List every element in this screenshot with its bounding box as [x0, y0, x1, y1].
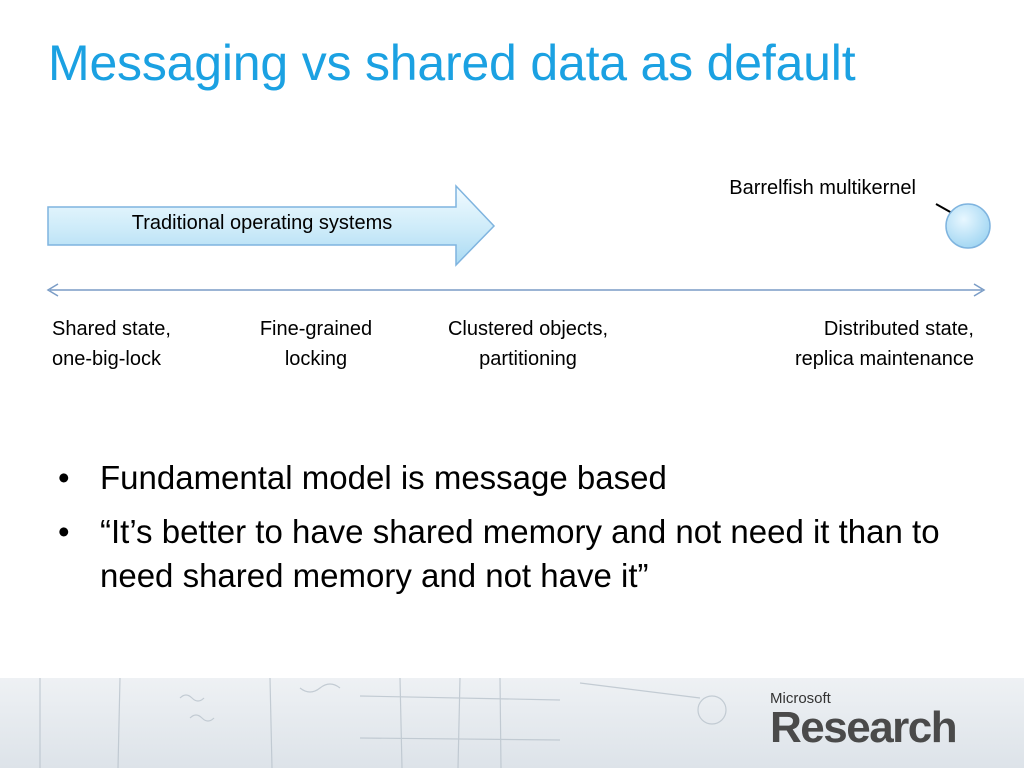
barrelfish-marker	[945, 203, 991, 249]
spectrum-label-shared-state: Shared state, one-big-lock	[52, 314, 171, 374]
bullet-item: • Fundamental model is message based	[56, 456, 976, 500]
spectrum-right-arrowhead	[973, 283, 986, 297]
barrelfish-label: Barrelfish multikernel	[729, 177, 916, 199]
bullet-marker: •	[58, 513, 70, 550]
spectrum-label-line: locking	[284, 348, 348, 370]
spectrum-label-line: Fine-grained	[259, 318, 373, 340]
logo-microsoft-text: Microsoft	[770, 690, 831, 707]
spectrum-diagram	[46, 184, 991, 297]
bullet-list: • Fundamental model is message based • “…	[56, 456, 976, 608]
bullet-marker: •	[58, 459, 70, 496]
spectrum-label-line: replica maintenance	[795, 348, 974, 370]
logo-research-text: Research	[770, 703, 958, 752]
bullet-text: Fundamental model is message based	[100, 459, 667, 496]
bullet-text: “It’s better to have shared memory and n…	[100, 513, 940, 594]
microsoft-research-logo: Microsoft Research	[770, 690, 958, 753]
spectrum-label-distributed: Distributed state, replica maintenance	[795, 314, 974, 374]
whiteboard-background	[39, 678, 727, 768]
traditional-os-arrow	[47, 184, 496, 267]
spectrum-left-arrowhead	[46, 283, 59, 297]
spectrum-label-line: one-big-lock	[52, 348, 161, 370]
spectrum-label-line: partitioning	[479, 348, 577, 370]
spectrum-label-line: Shared state,	[52, 318, 171, 340]
traditional-os-label: Traditional operating systems	[131, 212, 393, 234]
bullet-item: • “It’s better to have shared memory and…	[56, 510, 976, 598]
spectrum-label-fine-grained: Fine-grained locking	[226, 314, 406, 374]
spectrum-label-line: Clustered objects,	[447, 318, 609, 340]
slide-title: Messaging vs shared data as default	[48, 35, 856, 91]
spectrum-label-clustered: Clustered objects, partitioning	[418, 314, 638, 374]
footer-band	[0, 678, 1024, 768]
spectrum-label-line: Distributed state,	[823, 318, 974, 340]
